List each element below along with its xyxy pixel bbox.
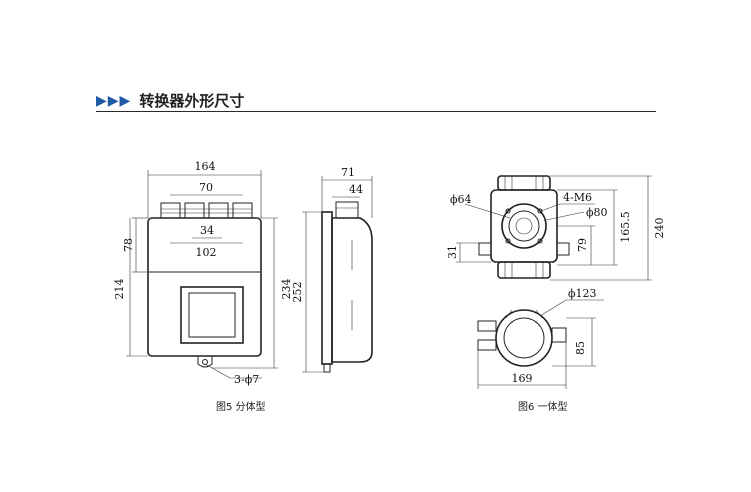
dim-phi64: ϕ64 xyxy=(450,193,472,206)
dim-phi123: ϕ123 xyxy=(568,287,597,300)
display-circle-inner xyxy=(508,210,540,242)
integral-type-front-view: ϕ64 4-M6 ϕ80 79 165.5 240 31 xyxy=(446,175,666,281)
dim-phi80: ϕ80 xyxy=(586,206,608,219)
top-view-right-boss xyxy=(551,327,567,343)
bottom-cap xyxy=(497,261,551,279)
dim-240: 240 xyxy=(653,218,666,239)
right-gland xyxy=(556,242,570,256)
split-type-side-view: 71 44 252 xyxy=(291,166,373,373)
dim-169: 169 xyxy=(512,372,533,385)
dim-164: 164 xyxy=(195,160,216,173)
integral-body-outline xyxy=(490,189,558,263)
split-type-front-view: 164 70 34 102 78 214 234 3-ϕ7 图5 分体型 xyxy=(113,160,293,413)
triple-arrow-icon: ▶▶▶ xyxy=(96,92,132,109)
section-header: ▶▶▶ 转换器外形尺寸 xyxy=(96,90,244,111)
dim-34: 34 xyxy=(200,224,214,237)
dim-3-phi7: 3-ϕ7 xyxy=(234,373,259,386)
dim-85: 85 xyxy=(574,341,587,355)
top-view-inner-circle xyxy=(503,317,545,359)
header-rule xyxy=(96,111,656,112)
dim-234: 234 xyxy=(280,279,293,300)
dim-78: 78 xyxy=(122,238,135,252)
side-gland xyxy=(335,201,359,219)
mounting-tab xyxy=(197,356,213,368)
top-cap xyxy=(497,175,551,191)
display-window-inner xyxy=(188,292,236,338)
side-bottom-tab xyxy=(323,363,331,373)
left-gland xyxy=(478,242,492,256)
dim-79: 79 xyxy=(576,238,589,252)
dim-44: 44 xyxy=(349,183,363,196)
top-view-gland-lower xyxy=(477,339,497,351)
display-circle-outer xyxy=(501,203,547,249)
dim-31: 31 xyxy=(446,245,459,259)
dim-165-5: 165.5 xyxy=(619,211,632,243)
display-window-outline xyxy=(180,286,244,344)
dim-71: 71 xyxy=(341,166,355,179)
section-title: 转换器外形尺寸 xyxy=(139,92,245,110)
top-view-gland-upper xyxy=(477,320,497,332)
dim-102: 102 xyxy=(196,246,217,259)
integral-type-top-view: ϕ123 85 169 图6 一体型 xyxy=(477,287,604,413)
figure5-caption: 图5 分体型 xyxy=(216,400,266,413)
side-mount-plate xyxy=(321,211,333,365)
dim-252: 252 xyxy=(291,282,304,303)
dim-214: 214 xyxy=(113,279,126,300)
figure6-caption: 图6 一体型 xyxy=(518,400,568,413)
side-body-outline xyxy=(331,217,373,363)
dim-70: 70 xyxy=(199,181,213,194)
mounting-hole xyxy=(202,359,208,365)
cable-glands xyxy=(160,202,253,219)
dim-4-m6: 4-M6 xyxy=(563,191,592,204)
